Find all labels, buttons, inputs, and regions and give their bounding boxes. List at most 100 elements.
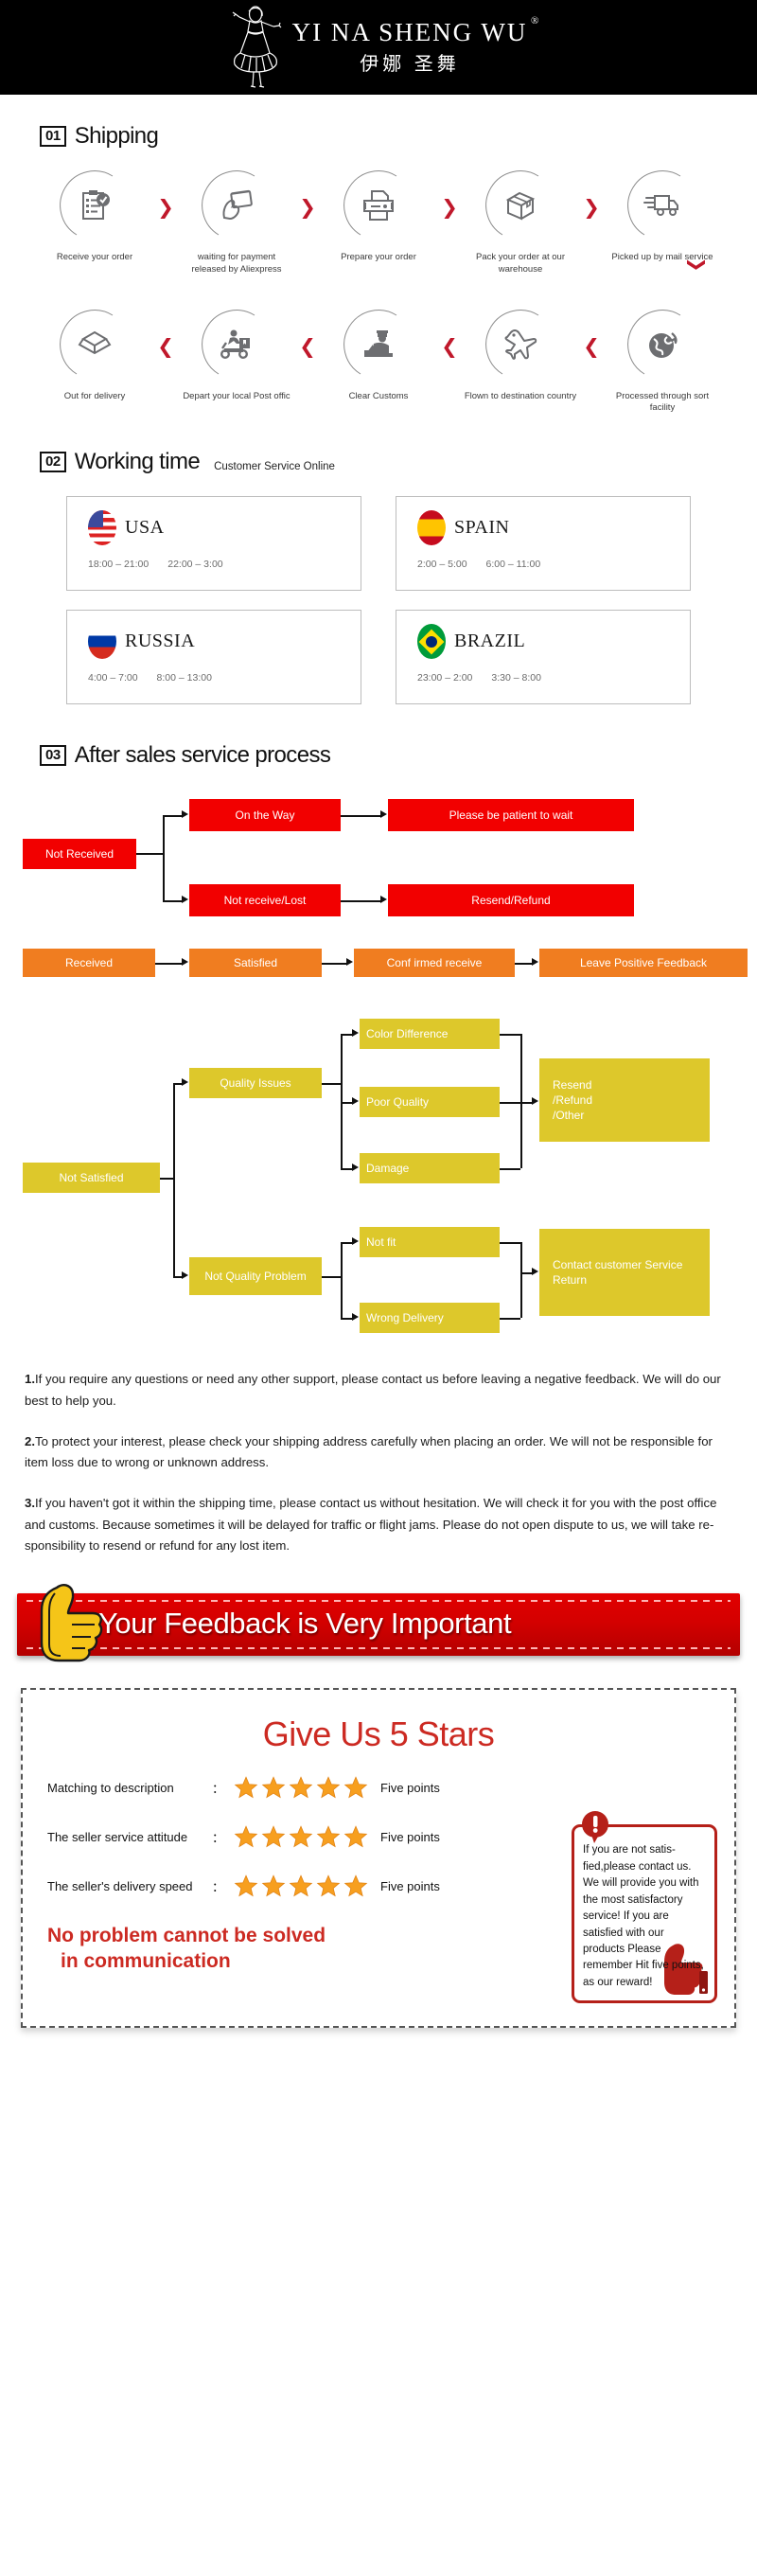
policy-note-number: 1. xyxy=(25,1372,35,1387)
flow-connector xyxy=(500,1168,520,1170)
airplane-icon xyxy=(504,329,537,360)
usa-flag-icon xyxy=(88,510,116,546)
scooter-courier-icon xyxy=(220,329,250,359)
star-icon xyxy=(289,1874,313,1897)
star-icon xyxy=(261,1874,286,1897)
shipping-step-caption: Receive your order xyxy=(56,252,133,262)
flow-node-damage: Damage xyxy=(360,1153,500,1184)
chevron-right-icon: ❯ xyxy=(299,196,316,219)
flow-arrow xyxy=(182,958,188,967)
star-icon xyxy=(316,1874,341,1897)
shipping-section: 01 Shipping Receive xyxy=(0,95,757,415)
working-time-country: RUSSIA xyxy=(125,631,196,652)
flow-arrow xyxy=(380,810,387,819)
working-time-slot: 8:00 – 13:00 xyxy=(156,672,212,684)
globe-arrow-icon xyxy=(649,331,678,358)
flow-node-not-quality-problem: Not Quality Problem xyxy=(189,1257,322,1296)
dancer-logo-icon xyxy=(232,6,282,88)
flow-connector xyxy=(520,1242,522,1319)
rating-row: Matching to description ： Five points xyxy=(47,1775,558,1800)
rating-row: The seller's delivery speed ： Five point… xyxy=(47,1874,558,1898)
star-icon xyxy=(316,1776,341,1799)
feedback-banner: Your Feedback is Very Important xyxy=(17,1584,740,1663)
thumbs-up-red-icon xyxy=(664,1944,708,1996)
star-icon xyxy=(343,1776,368,1799)
star-icon xyxy=(289,1825,313,1848)
working-time-country: BRAZIL xyxy=(454,631,526,652)
flow-arrow xyxy=(532,1097,538,1106)
shipping-step-caption: Pack your order at our warehouse xyxy=(476,252,565,275)
star-icon xyxy=(343,1825,368,1848)
shipping-row-1: Receive your order ❯ waiting for payment… xyxy=(0,167,757,276)
shipping-step: Depart your local Post offic xyxy=(180,306,293,403)
brand-logo: YI NA SHENG WU® 伊娜 圣舞 xyxy=(230,6,538,89)
flow-node-poor-quality: Poor Quality xyxy=(360,1087,500,1118)
rating-points: Five points xyxy=(380,1878,440,1893)
working-time-slots: 18:00 – 21:00 22:00 – 3:00 xyxy=(67,545,361,570)
rating-row: The seller service attitude ： Five point… xyxy=(47,1824,558,1849)
thumbs-up-icon xyxy=(40,1584,103,1662)
working-time-slot: 22:00 – 3:00 xyxy=(167,559,223,571)
delivery-truck-icon xyxy=(643,195,678,216)
slogan-line-1: No problem cannot be solved xyxy=(47,1925,326,1947)
hand-card-icon xyxy=(222,189,253,221)
shipping-step-caption: Prepare your order xyxy=(341,252,416,262)
shipping-step: Flown to destination country xyxy=(464,306,577,403)
working-time-slots: 2:00 – 5:00 6:00 – 11:00 xyxy=(396,545,690,570)
star-icon xyxy=(289,1776,313,1799)
shipping-step-caption: Depart your local Post offic xyxy=(183,390,290,401)
flow-connector xyxy=(520,1102,532,1104)
flow-connector xyxy=(173,1276,182,1278)
shipping-step-caption: waiting for payment released by Aliexpre… xyxy=(191,252,282,275)
flow-node-received: Received xyxy=(23,949,155,978)
flow-node-resend-refund-other: Resend /Refund /Other xyxy=(539,1058,710,1143)
policy-note-number: 2. xyxy=(25,1433,35,1448)
shipping-step: Clear Customs xyxy=(322,306,435,403)
five-stars-panel: Give Us 5 Stars Matching to description … xyxy=(21,1688,736,2029)
flow-arrow xyxy=(532,958,538,967)
chevron-right-icon: ❯ xyxy=(157,196,174,219)
working-time-card-header: BRAZIL xyxy=(396,624,690,660)
star-icon xyxy=(234,1825,258,1848)
rating-label: Matching to description xyxy=(47,1780,174,1795)
flow-connector xyxy=(341,1034,343,1169)
working-time-slot: 3:30 – 8:00 xyxy=(491,672,541,684)
shipping-step-circle xyxy=(340,306,417,383)
flow-connector xyxy=(500,1034,520,1036)
flow-connector xyxy=(341,1242,343,1319)
flow-connector xyxy=(341,900,380,902)
printer-icon xyxy=(363,190,394,221)
flow-arrow xyxy=(352,1313,359,1322)
flow-connector xyxy=(500,1318,520,1320)
flowchart-not-received: Not Received On the Way Please be patien… xyxy=(0,790,757,922)
flow-node-not-fit: Not fit xyxy=(360,1227,500,1258)
banner-dash-line xyxy=(26,1600,731,1603)
star-icon xyxy=(234,1776,258,1799)
spain-flag-icon xyxy=(417,510,446,546)
clipboard-check-icon xyxy=(82,190,110,220)
five-stars-title: Give Us 5 Stars xyxy=(262,1714,495,1754)
policy-notes: 1.If you require any questions or need a… xyxy=(0,1344,757,1557)
feedback-banner-text: Your Feedback is Very Important xyxy=(98,1607,512,1641)
shipping-step: Processed through sort facility xyxy=(606,306,719,416)
shipping-step-caption: Out for delivery xyxy=(63,390,126,401)
flow-connector xyxy=(341,1242,352,1244)
flow-connector xyxy=(341,1168,352,1170)
flow-connector xyxy=(160,1178,173,1180)
after-sales-title: 03 After sales service process xyxy=(0,742,757,769)
exclamation-bubble-icon xyxy=(582,1811,608,1844)
rating-label: The seller service attitude xyxy=(47,1829,188,1844)
shipping-step: waiting for payment released by Aliexpre… xyxy=(180,167,293,276)
flow-arrow xyxy=(352,1029,359,1038)
flow-connector xyxy=(520,1034,522,1169)
package-box-icon xyxy=(505,191,536,221)
flow-connector xyxy=(500,1102,520,1104)
chevron-left-icon: ❮ xyxy=(157,334,174,358)
flow-connector xyxy=(173,1083,182,1085)
flow-node-quality-issues: Quality Issues xyxy=(189,1068,322,1099)
shipping-step-circle xyxy=(482,306,559,383)
flow-connector xyxy=(155,963,182,965)
working-time-section-number: 02 xyxy=(40,452,66,473)
shipping-step-circle xyxy=(624,306,701,383)
flow-arrow xyxy=(352,1164,359,1172)
